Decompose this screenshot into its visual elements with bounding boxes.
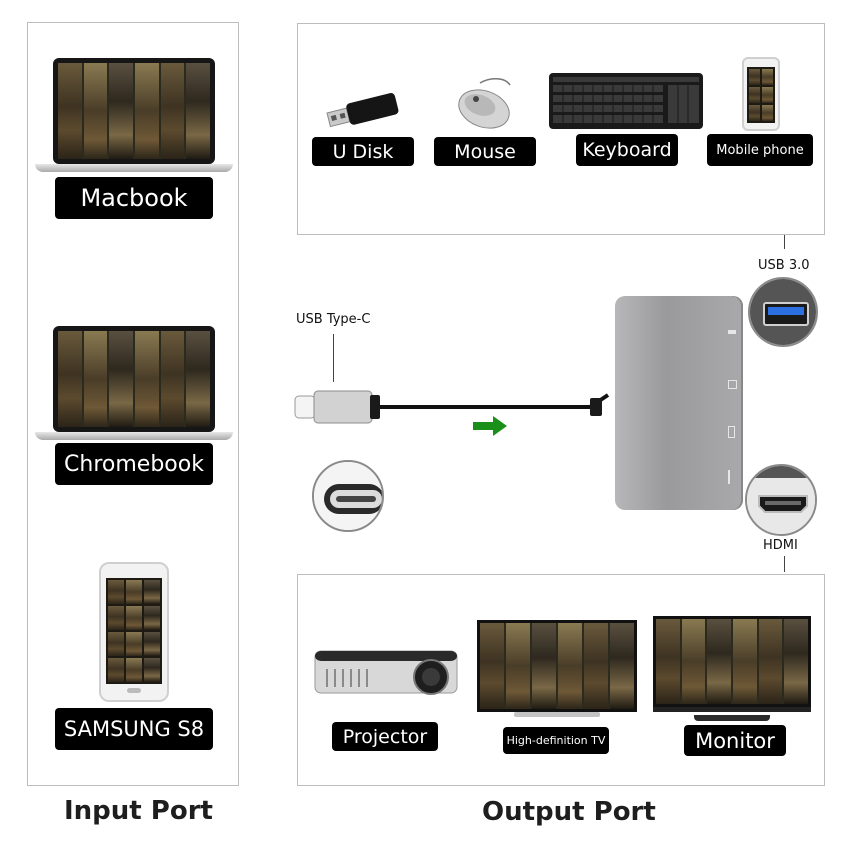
usb-c-hub [615,296,743,510]
hdmi-label: HDMI [763,538,798,553]
projector-icon [314,650,458,695]
chromebook-label: Chromebook [55,443,213,485]
usb-3-label: USB 3.0 [758,258,810,273]
samsung-s8-image [99,562,169,702]
macbook-image [35,58,233,172]
mobile-phone-image [742,57,780,131]
monitor-label: Monitor [684,725,786,756]
hdmi-connector-line [784,556,785,572]
output-port-title: Output Port [482,797,656,827]
hub-port-marks [728,330,738,490]
usb-a-port-closeup [748,277,818,347]
mouse-label: Mouse [434,137,536,166]
projector-label: Projector [332,722,438,751]
chromebook-image [35,326,233,440]
type-c-plug-closeup [312,460,384,532]
mobile-phone-label: Mobile phone [707,134,813,166]
samsung-s8-label: SAMSUNG S8 [55,708,213,750]
macbook-label: Macbook [55,177,213,219]
input-port-title: Input Port [64,796,213,826]
direction-arrow-icon [473,416,507,436]
type-c-cable [294,390,610,424]
usb-type-c-label: USB Type-C [296,312,371,327]
mouse-icon [458,78,511,129]
type-c-pointer-line [333,334,334,382]
keyboard-label: Keyboard [576,134,678,166]
hd-tv-stand [514,712,600,717]
usb-connector-line [784,235,785,249]
u-disk-icon [326,93,399,128]
hd-tv-label: High-definition TV [503,727,609,754]
hd-tv-image [477,620,637,712]
monitor-stand [694,715,770,721]
monitor-image [653,616,811,712]
keyboard-icon [549,73,703,129]
u-disk-label: U Disk [312,137,414,166]
hdmi-port-closeup [745,464,817,536]
